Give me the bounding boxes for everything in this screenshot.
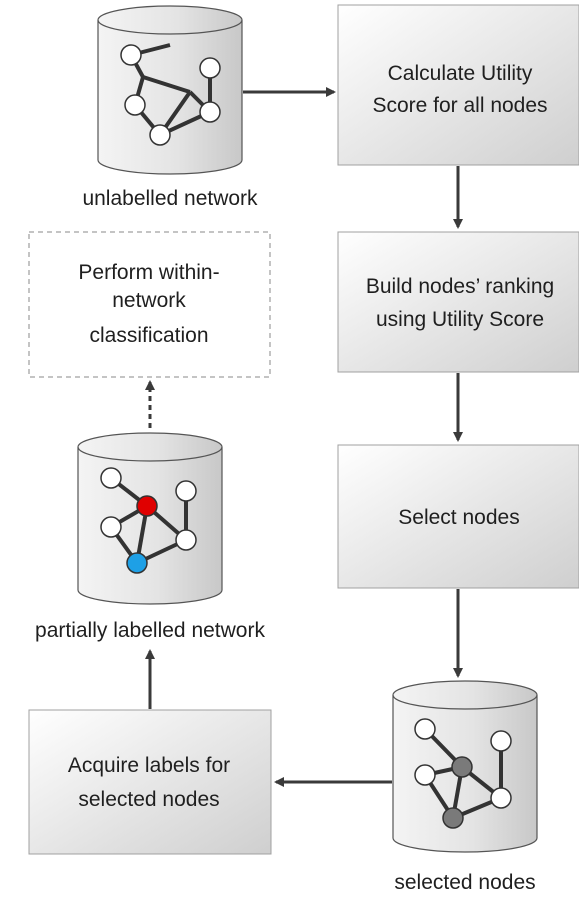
graph-node bbox=[120, 44, 142, 66]
graph-node bbox=[100, 467, 122, 489]
box-calculate-utility-line2: Score for all nodes bbox=[372, 94, 547, 117]
store-unlabelled-network-label: unlabelled network bbox=[82, 187, 258, 210]
store-partially-labelled-network bbox=[77, 432, 223, 605]
box-calculate-utility-line1: Calculate Utility bbox=[388, 62, 533, 85]
box-acquire-labels-line1: Acquire labels for bbox=[68, 754, 230, 777]
graph-node bbox=[414, 764, 436, 786]
graph-node-labelled-blue bbox=[126, 552, 148, 574]
box-classification-line3: classification bbox=[89, 324, 208, 347]
graph-node bbox=[199, 101, 221, 123]
graph-node-labelled-red bbox=[136, 495, 158, 517]
graph-node bbox=[149, 124, 171, 146]
graph-node bbox=[175, 480, 197, 502]
box-acquire-labels-line2: selected nodes bbox=[78, 788, 219, 811]
graph-node bbox=[490, 787, 512, 809]
store-partially-labelled-network-label: partially labelled network bbox=[35, 619, 265, 642]
box-calculate-utility: Calculate Utility Score for all nodes bbox=[337, 4, 579, 166]
box-build-ranking-line1: Build nodes’ ranking bbox=[366, 275, 554, 298]
box-acquire-labels: Acquire labels for selected nodes bbox=[28, 709, 272, 855]
box-build-ranking: Build nodes’ ranking using Utility Score bbox=[337, 231, 579, 373]
graph-node bbox=[175, 529, 197, 551]
box-select-nodes: Select nodes bbox=[337, 444, 579, 589]
box-build-ranking-line2: using Utility Score bbox=[376, 308, 544, 331]
graph-node-selected bbox=[442, 807, 464, 829]
graph-node bbox=[490, 730, 512, 752]
box-within-network-classification: Perform within- network classification bbox=[28, 231, 271, 378]
box-classification-line2: network bbox=[112, 289, 186, 312]
box-select-nodes-label: Select nodes bbox=[398, 506, 519, 529]
graph-node-selected bbox=[451, 756, 473, 778]
box-classification-line1: Perform within- bbox=[78, 261, 219, 284]
store-selected-nodes bbox=[392, 680, 538, 853]
graph-node bbox=[100, 516, 122, 538]
store-selected-nodes-label: selected nodes bbox=[394, 871, 535, 894]
store-unlabelled-network bbox=[97, 5, 243, 175]
graph-node bbox=[199, 57, 221, 79]
graph-node bbox=[414, 718, 436, 740]
graph-node bbox=[124, 94, 146, 116]
